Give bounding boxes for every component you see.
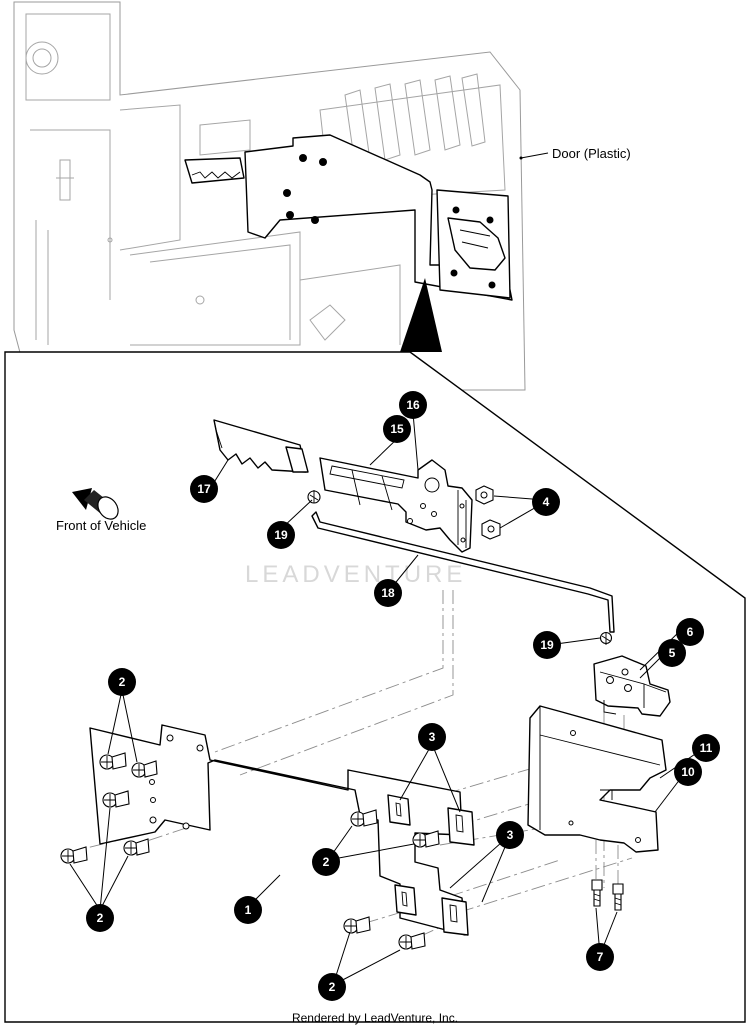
callout-1: 1 [234,896,262,924]
clip-lower [599,631,613,645]
watermark: LEADVENTURE [245,561,466,588]
callout-16: 16 [399,391,427,419]
svg-text:6: 6 [687,625,694,639]
front-of-vehicle: Front of Vehicle [56,488,146,533]
screw-3 [102,790,130,808]
svg-text:2: 2 [97,911,104,925]
handle-grip [213,419,309,473]
front-arrow-icon [72,488,119,520]
svg-text:2: 2 [119,675,126,689]
screw-2 [131,760,158,778]
door-label: Door (Plastic) [552,146,631,161]
screw-9 [398,932,426,950]
svg-text:2: 2 [323,855,330,869]
svg-text:19: 19 [540,638,554,652]
callout-19-upper: 19 [267,521,295,549]
screw-6 [350,809,378,827]
screw-vertical-2 [612,883,624,911]
svg-text:11: 11 [700,741,713,755]
svg-text:16: 16 [406,398,420,412]
door-overview: Door (Plastic) [13,1,631,391]
callout-5: 5 [658,639,686,667]
screw-4 [60,846,88,864]
callout-19-lower: 19 [533,631,561,659]
callout-3-upper: 3 [418,723,446,751]
front-of-vehicle-label: Front of Vehicle [56,518,146,533]
nut-upper [475,485,494,505]
svg-text:3: 3 [507,828,514,842]
svg-text:19: 19 [274,528,288,542]
svg-text:2: 2 [329,980,336,994]
callout-10: 10 [674,758,702,786]
footer-credit: Rendered by LeadVenture, Inc. [292,1011,458,1025]
svg-text:7: 7 [597,950,604,964]
detail-frame [4,278,746,1023]
screw-vertical-1 [591,879,603,907]
svg-text:1: 1 [245,903,252,917]
svg-text:10: 10 [681,765,695,779]
svg-text:3: 3 [429,730,436,744]
svg-text:5: 5 [669,646,676,660]
latch-lever [319,457,473,553]
callout-2-left: 2 [86,904,114,932]
screw-8 [343,916,371,934]
callout-17: 17 [190,475,218,503]
mounting-plate [89,724,475,936]
callout-4: 4 [532,488,560,516]
callout-7: 7 [586,943,614,971]
latch-rod [311,511,615,633]
callout-18: 18 [374,579,402,607]
screw-7 [412,830,440,848]
svg-text:17: 17 [197,482,211,496]
latch-body [593,655,671,717]
callout-6: 6 [676,618,704,646]
callout-11: 11 [692,734,720,762]
callout-2-bottom: 2 [318,973,346,1001]
callout-3-lower: 3 [496,821,524,849]
screw-5 [123,838,150,856]
clip-upper [307,490,321,504]
callout-15: 15 [383,415,411,443]
callout-2-mid: 2 [312,848,340,876]
screw-1 [99,752,127,770]
svg-text:4: 4 [543,495,550,509]
svg-text:15: 15 [390,422,404,436]
callout-2-top: 2 [108,668,136,696]
striker-bracket [527,705,667,853]
svg-text:18: 18 [381,586,395,600]
nut-lower [481,519,501,540]
